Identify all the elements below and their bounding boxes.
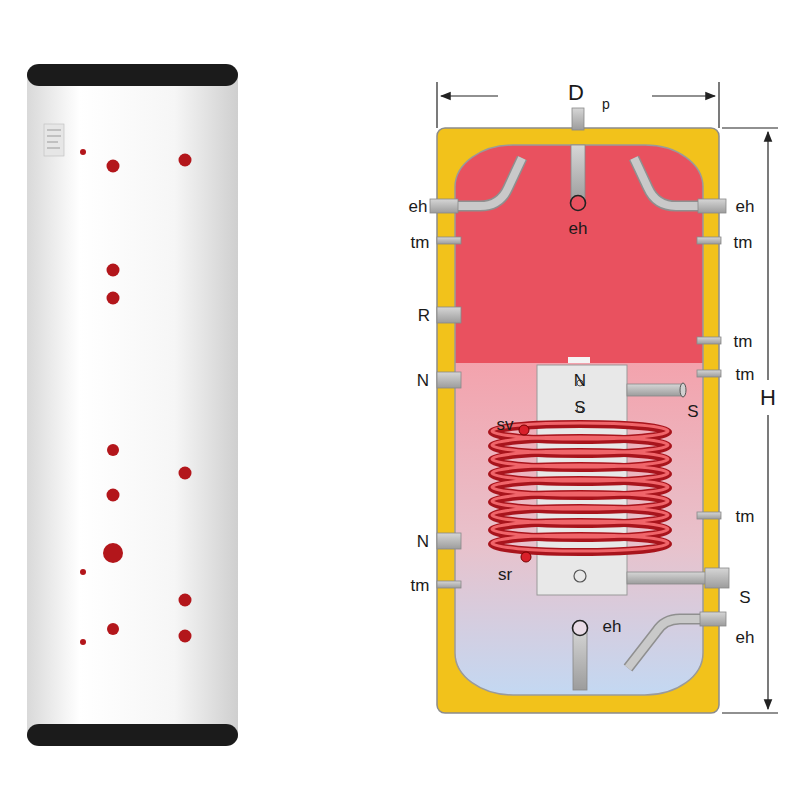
part-label: tm: [736, 366, 755, 383]
part-label: D: [568, 82, 584, 104]
part-label: eh: [603, 618, 622, 635]
dimension-lines: [437, 82, 778, 713]
part-label: tm: [411, 234, 430, 251]
part-label: S: [687, 403, 698, 420]
part-label: p: [602, 97, 610, 111]
heat-exchanger-coil: [492, 423, 668, 562]
part-label: tm: [411, 577, 430, 594]
part-label: eh: [736, 629, 755, 646]
part-label: R: [418, 307, 430, 324]
part-label: eh: [409, 198, 428, 215]
part-label: H: [758, 386, 778, 410]
part-label: eh: [569, 220, 588, 237]
part-label: tm: [734, 333, 753, 350]
tank-photo: [27, 64, 238, 746]
part-label: sr: [498, 566, 512, 583]
part-label: tm: [736, 508, 755, 525]
part-label: N: [417, 533, 429, 550]
part-label: N: [417, 372, 429, 389]
coil-sleeve: NS: [566, 367, 594, 421]
part-label: tm: [734, 234, 753, 251]
port-label: S: [574, 394, 585, 421]
port-label: N: [574, 367, 586, 394]
part-label: sv: [497, 416, 514, 433]
part-label: eh: [736, 198, 755, 215]
part-label: S: [739, 589, 750, 606]
tank-schematic: [430, 108, 729, 713]
